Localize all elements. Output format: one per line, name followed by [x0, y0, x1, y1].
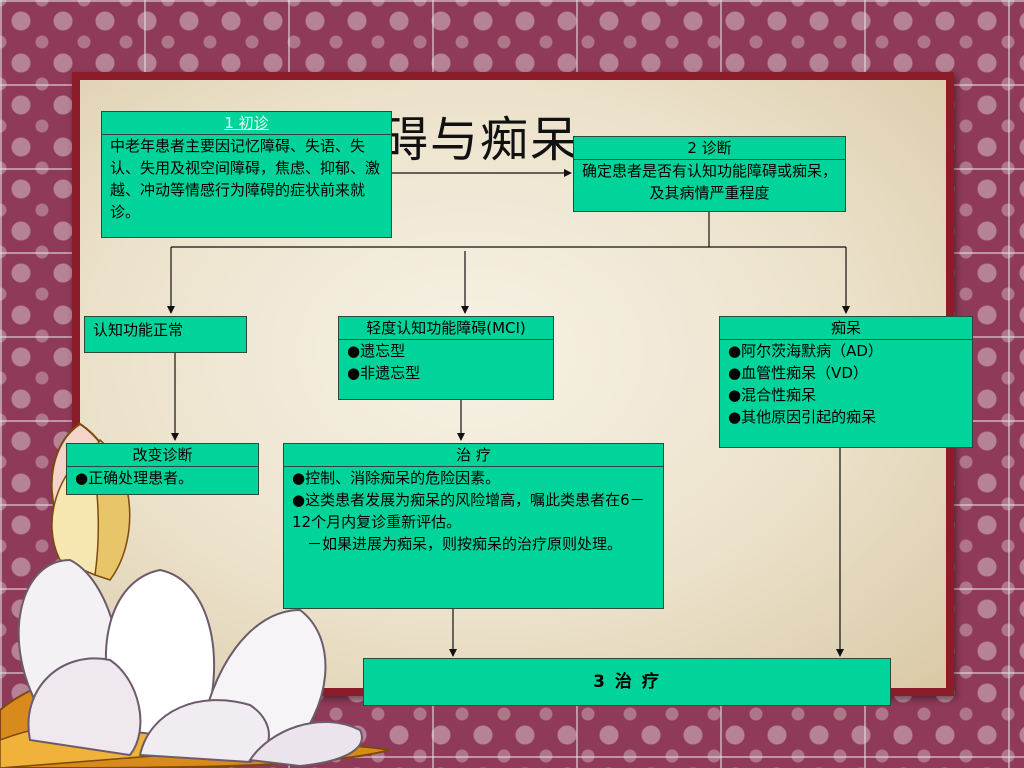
- box-diagnosis-body: 确定患者是否有认知功能障碍或痴呆，及其病情严重程度: [582, 162, 838, 202]
- box-diagnosis-header: 2 诊断: [574, 137, 845, 160]
- box-initial-visit-header: 1 初诊: [102, 112, 391, 135]
- box-dementia-header: 痴呆: [720, 317, 972, 340]
- box-cognition-normal: 认知功能正常: [84, 316, 247, 353]
- mci-item: ●遗忘型: [347, 342, 406, 360]
- box-cognition-normal-label: 认知功能正常: [93, 321, 184, 339]
- box-change-diagnosis: 改变诊断 ●正确处理患者。: [66, 443, 259, 495]
- box-treatment: 治 疗 ●控制、消除痴呆的危险因素。 ●这类患者发展为痴呆的风险增高，嘱此类患者…: [283, 443, 664, 609]
- box-change-diagnosis-header: 改变诊断: [67, 444, 258, 467]
- dementia-item: ●血管性痴呆（VD）: [728, 364, 868, 382]
- change-item: ●正确处理患者。: [75, 469, 194, 487]
- final-treatment-label: 3 治 疗: [593, 672, 661, 692]
- box-mci: 轻度认知功能障碍(MCI) ●遗忘型 ●非遗忘型: [338, 316, 554, 400]
- box-initial-visit: 1 初诊 中老年患者主要因记忆障碍、失语、失认、失用及视空间障碍，焦虑、抑郁、激…: [101, 111, 392, 238]
- lotus-flower-icon: [0, 422, 391, 768]
- dementia-item: ●混合性痴呆: [728, 386, 817, 404]
- box-initial-visit-body: 中老年患者主要因记忆障碍、失语、失认、失用及视空间障碍，焦虑、抑郁、激越、冲动等…: [110, 137, 381, 221]
- box-dementia: 痴呆 ●阿尔茨海默病（AD） ●血管性痴呆（VD） ●混合性痴呆 ●其他原因引起…: [719, 316, 973, 448]
- dementia-item: ●其他原因引起的痴呆: [728, 408, 877, 426]
- dementia-item: ●阿尔茨海默病（AD）: [728, 342, 883, 360]
- treatment-item: ●控制、消除痴呆的危险因素。: [292, 469, 501, 487]
- box-final-treatment: 3 治 疗: [363, 658, 891, 706]
- box-diagnosis: 2 诊断 确定患者是否有认知功能障碍或痴呆，及其病情严重程度: [573, 136, 846, 212]
- mci-item: ●非遗忘型: [347, 364, 421, 382]
- treatment-item: ●这类患者发展为痴呆的风险增高，嘱此类患者在6－12个月内复诊重新评估。: [292, 491, 645, 531]
- treatment-item: －如果进展为痴呆，则按痴呆的治疗原则处理。: [292, 535, 623, 553]
- box-treatment-header: 治 疗: [284, 444, 663, 467]
- box-mci-header: 轻度认知功能障碍(MCI): [339, 317, 553, 340]
